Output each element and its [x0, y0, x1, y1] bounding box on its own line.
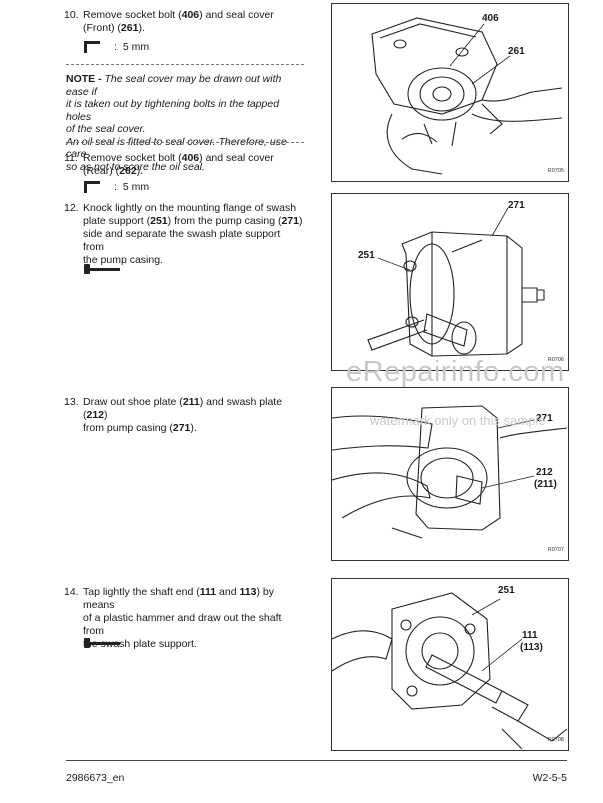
part-label: 406 [482, 13, 499, 24]
figure-code: R0707 [547, 547, 564, 553]
part-label: 212 [536, 467, 553, 478]
note: NOTE - The seal cover may be drawn out w… [66, 73, 287, 173]
step-number: 10. [64, 9, 79, 21]
tool-size: 5 mm [122, 40, 150, 53]
hammer-icon [84, 264, 122, 274]
footer-divider [66, 760, 567, 761]
allen-key-icon [84, 180, 104, 194]
part-label: 251 [498, 585, 515, 596]
step-text: Tap lightly the shaft end (111 and 113) … [83, 586, 282, 650]
part-label: 251 [358, 250, 375, 261]
divider [66, 142, 304, 143]
step-number: 14. [64, 586, 79, 598]
pump-illustration [371, 17, 563, 175]
part-label: 111 [522, 630, 538, 641]
part-label: (113) [520, 642, 543, 653]
figure-shoe-plate-removal: 271 212 (211) R0707 [331, 387, 569, 561]
allen-key-icon [84, 40, 104, 54]
allen-key-tool: : 5 mm [84, 180, 149, 194]
document-number: 2986673_en [66, 772, 125, 784]
pump-illustration [332, 592, 568, 750]
step-text: Remove socket bolt (406) and seal cover … [83, 9, 274, 34]
step-10: 10. Remove socket bolt (406) and seal co… [64, 9, 304, 35]
figure-code: R0708 [547, 737, 564, 743]
step-14: 14. Tap lightly the shaft end (111 and 1… [64, 586, 304, 651]
figure-shaft-removal: 251 111 (113) R0708 [331, 578, 569, 751]
page-number: W2-5-5 [532, 772, 567, 784]
step-number: 13. [64, 396, 79, 408]
step-text: Remove socket bolt (406) and seal cover … [83, 152, 274, 177]
step-number: 12. [64, 202, 79, 214]
figure-code: R0706 [547, 357, 564, 363]
hammer-icon [84, 638, 122, 648]
figure-seal-cover-removal: 406 261 R0705 [331, 3, 569, 182]
allen-key-tool: : 5 mm [84, 40, 149, 54]
part-label: 271 [508, 200, 525, 211]
part-label: 271 [536, 413, 553, 424]
step-12: 12. Knock lightly on the mounting flange… [64, 202, 304, 267]
pump-illustration [367, 207, 545, 357]
step-text: Knock lightly on the mounting flange of … [83, 202, 303, 266]
step-text: Draw out shoe plate (211) and swash plat… [83, 396, 283, 434]
tool-size: 5 mm [122, 180, 150, 193]
figure-code: R0705 [547, 168, 564, 174]
watermark-note: watermark only on this sample [370, 413, 546, 428]
watermark: eRepairinfo.com [346, 356, 565, 388]
part-label: 261 [508, 46, 525, 57]
figure-swash-plate-support: 271 251 R0706 [331, 193, 569, 371]
part-label: (211) [534, 479, 557, 490]
step-11: 11. Remove socket bolt (406) and seal co… [64, 152, 304, 178]
step-number: 11. [64, 152, 78, 164]
pump-illustration [332, 405, 568, 539]
step-13: 13. Draw out shoe plate (211) and swash … [64, 396, 304, 435]
divider [66, 64, 304, 65]
